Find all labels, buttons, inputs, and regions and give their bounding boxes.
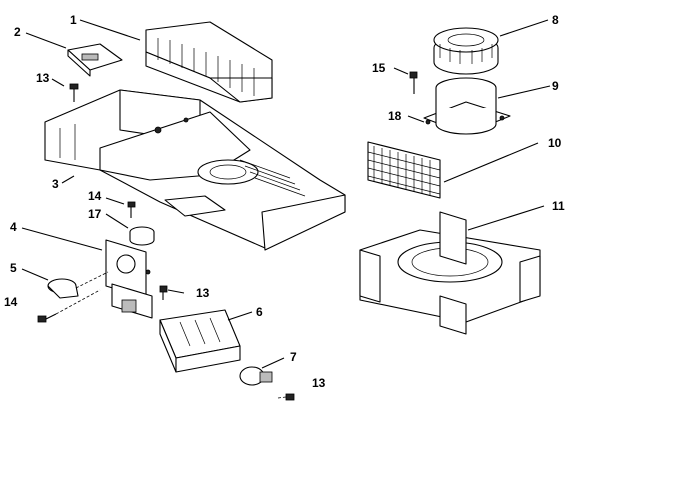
part-13-screw-bottom [277, 393, 295, 401]
part-14-screw-left [37, 289, 101, 323]
part-8-fan-ring [433, 27, 499, 75]
callout-6: 6 [256, 305, 263, 319]
part-5-motor [47, 271, 109, 299]
callout-5: 5 [10, 261, 17, 275]
part-4-motor-bracket [105, 239, 153, 319]
part-15-screw [409, 71, 418, 94]
callout-17: 17 [88, 207, 102, 221]
callout-2: 2 [14, 25, 21, 39]
callout-11: 11 [552, 199, 565, 213]
part-7-bulb [239, 366, 273, 386]
part-11-blower-housing [359, 211, 541, 335]
callout-13-top: 13 [36, 71, 50, 85]
callout-13-mid: 13 [196, 286, 210, 300]
part-9-fan-motor [423, 77, 511, 135]
callout-3: 3 [52, 177, 59, 191]
callout-labels: 1 2 13 3 14 17 4 5 14 13 6 7 13 8 15 9 1… [4, 13, 565, 390]
callout-10: 10 [548, 136, 562, 150]
part-1-louver-assembly [145, 21, 273, 103]
part-13-screw-mid [159, 285, 168, 300]
part-13-screw-top [69, 83, 79, 102]
part-14-screw-mid [127, 201, 136, 218]
callout-13-bottom: 13 [312, 376, 326, 390]
callout-7: 7 [290, 350, 297, 364]
callout-18: 18 [388, 109, 402, 123]
callout-14-mid: 14 [88, 189, 102, 203]
part-17-bushing [129, 226, 155, 246]
callout-14-left: 14 [4, 295, 18, 309]
callout-15: 15 [372, 61, 386, 75]
callout-1: 1 [70, 13, 77, 27]
callout-8: 8 [552, 13, 559, 27]
part-2-bracket [67, 43, 123, 77]
leader-lines [21, 19, 551, 369]
part-3-base-pan [44, 89, 346, 251]
part-10-filter [367, 141, 441, 199]
part-6-light-housing [159, 309, 241, 373]
callout-9: 9 [552, 79, 559, 93]
callout-4: 4 [10, 220, 17, 234]
